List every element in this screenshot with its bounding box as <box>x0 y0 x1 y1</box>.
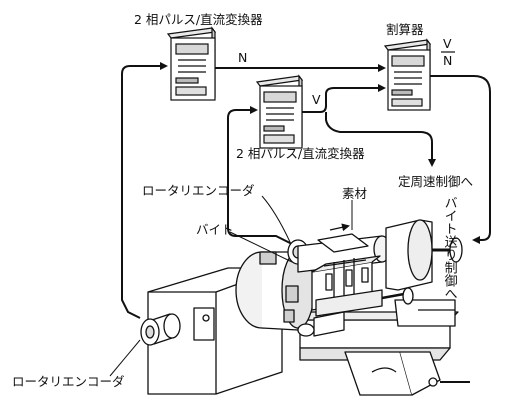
converter-unit-mid <box>255 74 304 149</box>
leader-encoder-upper <box>261 195 291 243</box>
label-encoder-lower: ロータリエンコーダ <box>12 374 125 389</box>
label-to-tool-feed: バイト送り制御へ <box>441 196 457 300</box>
label-divider: 割算器 <box>386 22 424 37</box>
leader-lines <box>109 195 353 377</box>
signal-lines <box>121 62 491 319</box>
label-signal-v: V <box>312 92 321 107</box>
label-encoder-upper: ロータリエンコーダ <box>142 183 255 198</box>
leader-tool <box>229 231 293 263</box>
label-material: 素材 <box>342 186 368 201</box>
label-converter-top: 2 相パルス/直流変換器 <box>134 12 263 27</box>
divider-unit <box>383 38 432 111</box>
label-tool: バイト <box>196 222 234 237</box>
line-vn-to-feed <box>430 75 491 244</box>
label-frac-den: N <box>443 53 453 68</box>
label-signal-n: N <box>238 50 248 65</box>
line-encoder-to-converter-mid <box>227 106 293 245</box>
line-v-to-divider <box>302 84 386 113</box>
lathe <box>140 219 470 396</box>
leader-encoder-lower <box>109 339 141 377</box>
line-v-to-speed-control <box>325 112 436 167</box>
label-converter-mid: 2 相パルス/直流変換器 <box>236 146 365 161</box>
converter-unit-top <box>166 26 217 101</box>
label-frac-num: V <box>443 36 452 51</box>
line-encoder-to-converter-top <box>121 62 168 319</box>
label-to-constant-speed: 定周速制御へ <box>398 174 474 189</box>
